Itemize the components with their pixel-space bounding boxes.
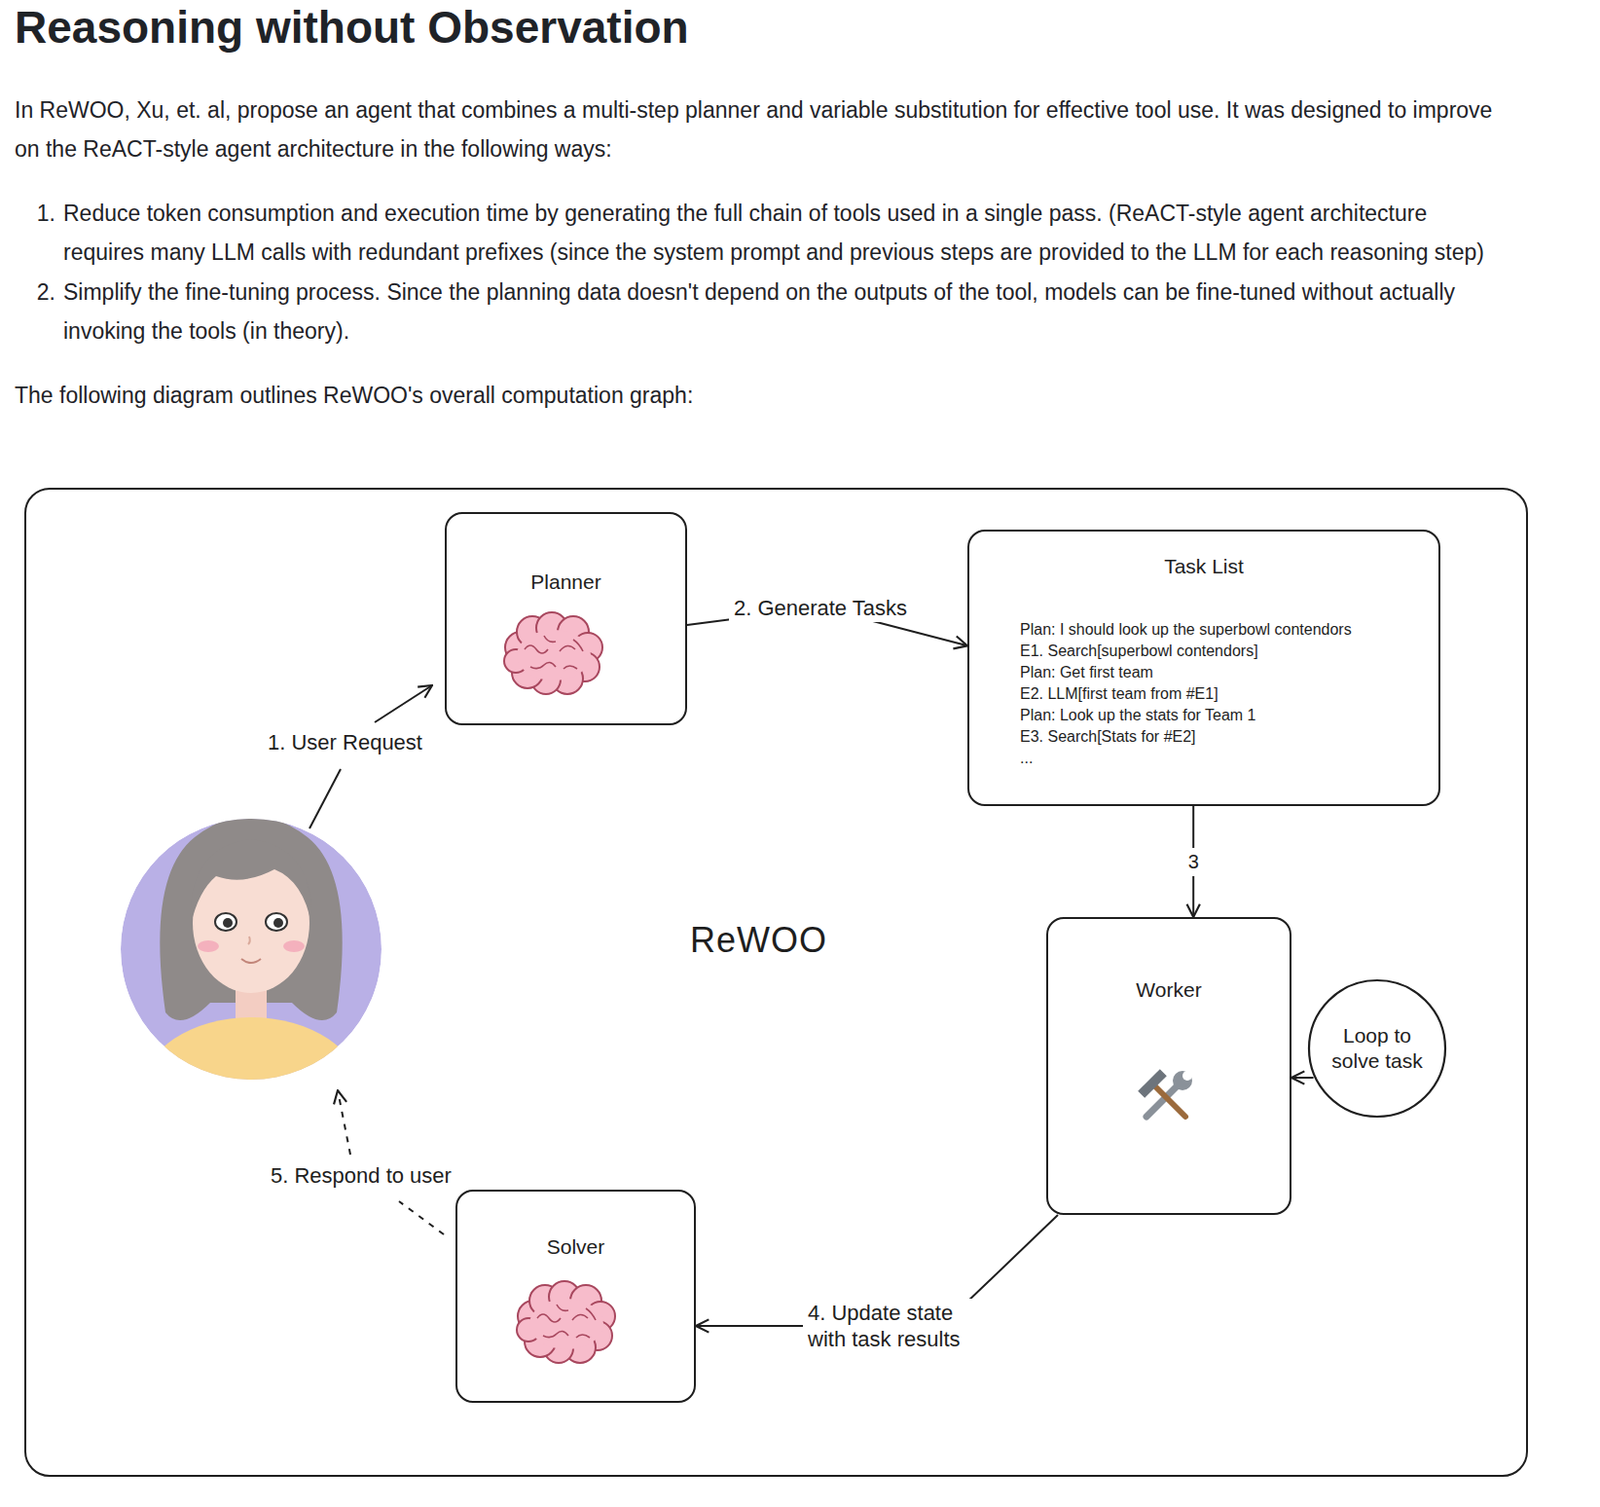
solver-box: Solver (455, 1189, 696, 1403)
paragraph: In ReWOO, Xu, et. al, propose an agent t… (14, 90, 1509, 169)
arrow-label: 1. User Request (267, 729, 423, 756)
avatar-pupil (273, 917, 284, 928)
rewoo-frame: ReWOO Planner Task ListPlan: I should look… (24, 487, 1528, 1477)
node-title: Task List (1163, 553, 1244, 580)
worker-box: Worker (1046, 916, 1292, 1215)
wrench-notch (1182, 1070, 1193, 1081)
list-item: 1.Reduce token consumption and execution… (14, 193, 1509, 272)
task-line: Plan: I should look up the superbowl con… (1019, 618, 1352, 641)
connector (1291, 1076, 1314, 1079)
planner-box: Planner (444, 511, 688, 726)
task-list-box: Task ListPlan: I should look up the supe… (967, 529, 1441, 806)
arrow-label: 5. Respond to user (270, 1163, 452, 1189)
avatar-blush (283, 940, 305, 952)
user-avatar (120, 815, 382, 1164)
task-line: E3. Search[Stats for #E2] (1019, 726, 1197, 748)
avatar-pupil (222, 917, 233, 928)
avatar-nose (248, 936, 251, 945)
task-line: E2. LLM[first team from #E1] (1019, 683, 1219, 705)
node-title: Solver (546, 1234, 606, 1260)
respond-line (399, 1200, 444, 1235)
node-title: Planner (530, 569, 601, 595)
avatar-shirt (142, 1017, 361, 1164)
list-item: 2.Simplify the fine-tuning process. Sinc… (14, 272, 1509, 351)
avatar-bangs (190, 838, 312, 925)
request-arrow (374, 685, 433, 723)
diagram-name: ReWOO (690, 918, 828, 962)
avatar-eye (265, 912, 288, 931)
list-number: 1. (14, 193, 64, 272)
task-line: Plan: Look up the stats for Team 1 (1019, 704, 1257, 727)
loop-outline (1309, 980, 1446, 1117)
edge-label: 2. Generate Tasks (728, 593, 912, 622)
list-text: Simplify the fine-tuning process. Since … (63, 272, 1494, 351)
node-title: Loop to solve task (1318, 1022, 1436, 1074)
paragraph: The following diagram outlines ReWOO's o… (14, 375, 1509, 415)
request-line (309, 768, 341, 829)
brain-icon (504, 612, 603, 694)
page-title: Reasoning without Observation (14, 0, 1509, 55)
tools-icon (1137, 1068, 1193, 1117)
document-text: Reasoning without Observation In ReWOO, X… (14, 0, 1509, 415)
hammer-head (1137, 1068, 1167, 1098)
task-line: ... (1019, 747, 1033, 769)
avatar-eye (215, 912, 237, 931)
edge-label: 3 (1183, 847, 1204, 876)
task-line: Plan: Get first team (1019, 661, 1154, 684)
edge-label: 4. Update state with task results (802, 1298, 998, 1353)
wrench-head (1172, 1070, 1193, 1091)
avatar-mouth (241, 958, 261, 963)
node-title: Worker (1135, 977, 1201, 1003)
loop-outline (1307, 978, 1448, 1119)
brain-icon (516, 1280, 616, 1363)
hammer-handle (1154, 1085, 1186, 1117)
list-text: Reduce token consumption and execution t… (63, 193, 1494, 272)
loop-circle: Loop to solve task (1307, 978, 1448, 1119)
avatar-hair (159, 815, 342, 1021)
task-line: E1. Search[superbowl contendors] (1019, 640, 1259, 662)
respond-arrow (337, 1090, 351, 1155)
list-number: 2. (14, 272, 64, 351)
avatar-blush (197, 940, 219, 952)
